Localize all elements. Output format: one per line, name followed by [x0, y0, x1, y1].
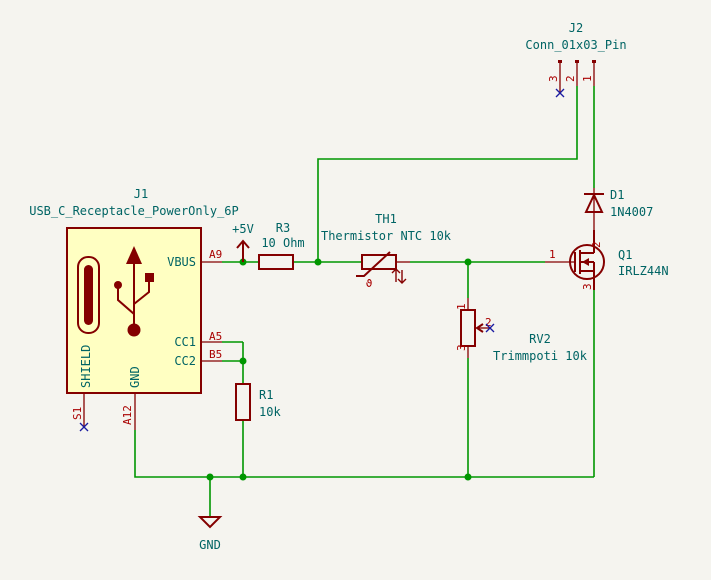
- d1-ref: D1: [610, 188, 624, 202]
- rv2-pin2: 2: [485, 316, 492, 329]
- q1-body-circle: [569, 244, 605, 280]
- wire-j2-pin2: [317, 86, 578, 262]
- j2-connector[interactable]: J2 Conn_01x03_Pin 3 2 1: [525, 21, 627, 98]
- th1-ref: TH1: [375, 212, 397, 226]
- q1-value: IRLZ44N: [618, 264, 669, 278]
- r3-value: 10 Ohm: [261, 236, 304, 250]
- j1-pin-shield: SHIELD: [79, 345, 93, 388]
- junction-dot: [314, 258, 322, 266]
- rv2-ref: RV2: [529, 332, 551, 346]
- j1-pin-num-a12: A12: [121, 405, 134, 425]
- j2-value: Conn_01x03_Pin: [525, 38, 626, 52]
- j1-pin-num-a9: A9: [209, 248, 222, 261]
- j2-pin3-num: 3: [547, 75, 560, 82]
- junction-dot: [206, 473, 214, 481]
- q1-pin1-num: 1: [549, 248, 556, 261]
- no-connect-marker: [79, 422, 89, 432]
- j2-pin1-num: 1: [581, 75, 594, 82]
- rv2-pin3: 3: [455, 344, 468, 351]
- rv2-value: Trimmpoti 10k: [493, 349, 588, 363]
- q1-ref: Q1: [618, 248, 632, 262]
- d1-anode-triangle: [584, 192, 604, 213]
- j1-usb-c-receptacle[interactable]: J1 USB_C_Receptacle_PowerOnly_6P VBUS CC…: [29, 187, 239, 432]
- q1-mosfet[interactable]: Q1 IRLZ44N 1 2 3: [545, 230, 669, 290]
- no-connect-marker: [485, 323, 495, 333]
- r3-resistor[interactable]: R3 10 Ohm: [258, 221, 305, 270]
- rv2-trimmer[interactable]: RV2 Trimmpoti 10k 1 2 3: [455, 298, 588, 363]
- r3-ref: R3: [276, 221, 290, 235]
- junction-dot: [239, 357, 247, 365]
- j2-pin-head: [575, 60, 579, 63]
- th1-slant-line: [356, 251, 391, 277]
- temperature-arrow-icon: [391, 268, 407, 284]
- d1-value: 1N4007: [610, 205, 653, 219]
- rv2-pin1: 1: [455, 303, 468, 310]
- usb-logo-icon: [114, 246, 154, 337]
- j1-pin-num-b5: B5: [209, 348, 222, 361]
- j1-pin-num-s1: S1: [71, 407, 84, 420]
- q1-channel-arrow: [582, 258, 589, 266]
- ground-icon: [197, 516, 223, 529]
- power-5v-arrow: [236, 239, 250, 249]
- r3-body: [258, 254, 294, 270]
- junction-dot: [239, 473, 247, 481]
- junction-dot: [464, 473, 472, 481]
- rv2-wiper-arrow: [475, 323, 484, 333]
- j1-value: USB_C_Receptacle_PowerOnly_6P: [29, 204, 239, 218]
- r1-ref: R1: [259, 388, 273, 402]
- wire-gnd-bus: [134, 430, 594, 478]
- d1-diode[interactable]: D1 1N4007: [584, 188, 653, 230]
- junction-dot: [464, 258, 472, 266]
- power-5v-symbol[interactable]: +5V: [232, 222, 254, 262]
- j2-pin2-num: 2: [564, 75, 577, 82]
- j1-pin-cc2: CC2: [174, 354, 196, 368]
- th1-thermistor[interactable]: TH1 Thermistor NTC 10k ϑ: [321, 212, 452, 290]
- q1-pin2-num: 2: [590, 241, 603, 248]
- power-5v-label: +5V: [232, 222, 254, 236]
- r1-body: [235, 383, 251, 421]
- j2-ref: J2: [569, 21, 583, 35]
- usb-c-plug-icon: [77, 256, 100, 334]
- r1-resistor[interactable]: R1 10k: [235, 383, 281, 421]
- j1-ref: J1: [134, 187, 148, 201]
- no-connect-marker: [555, 88, 565, 98]
- th1-value: Thermistor NTC 10k: [321, 229, 452, 243]
- rv2-body: [460, 309, 476, 347]
- wires: [134, 86, 595, 517]
- j1-pin-cc1: CC1: [174, 335, 196, 349]
- j2-pin-head: [592, 60, 596, 63]
- junctions: [206, 258, 472, 481]
- j1-pin-num-a5: A5: [209, 330, 222, 343]
- gnd-label: GND: [199, 538, 221, 552]
- r1-value: 10k: [259, 405, 281, 419]
- th1-theta-symbol: ϑ: [366, 277, 373, 290]
- power-gnd-symbol[interactable]: GND: [197, 516, 223, 552]
- j1-pin-vbus: VBUS: [167, 255, 196, 269]
- j2-pin-head: [558, 60, 562, 63]
- usb-c-tongue-icon: [84, 265, 93, 325]
- q1-pin3-num: 3: [581, 283, 594, 290]
- j1-pin-gnd: GND: [128, 366, 142, 388]
